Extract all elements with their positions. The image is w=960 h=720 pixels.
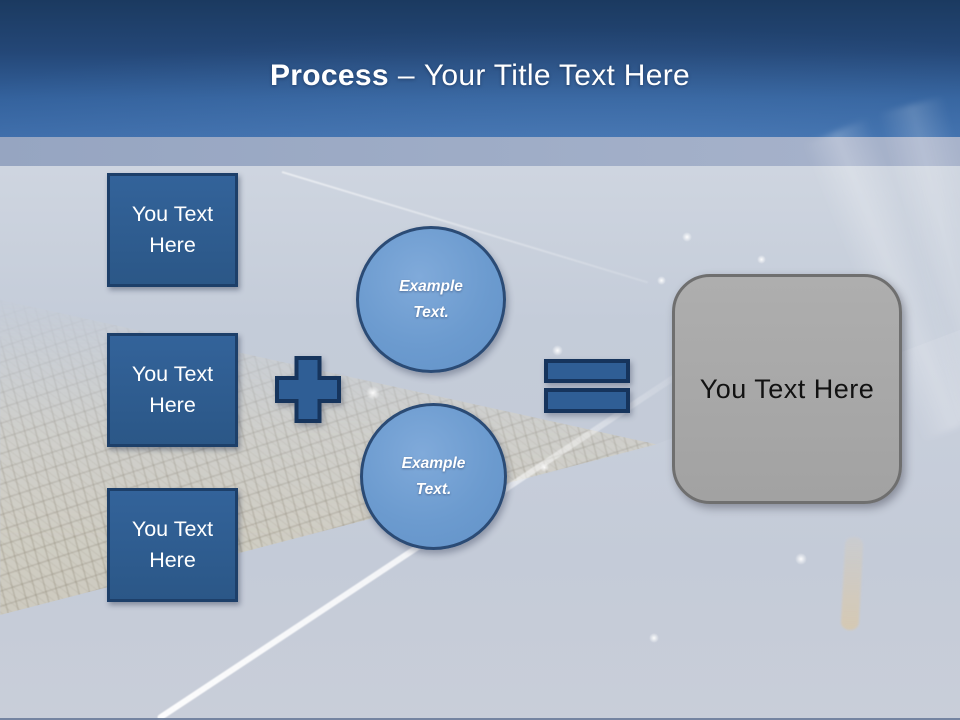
plus-operator-icon <box>275 356 341 423</box>
header-divider-band <box>0 137 960 166</box>
sparkle-glint <box>682 232 692 242</box>
slide-title-separator: – <box>397 58 415 92</box>
slide-header-bar <box>0 0 960 137</box>
example-circle-2-label: Example Text. <box>401 454 466 498</box>
slide-title-subtitle: Your Title Text Here <box>423 58 690 92</box>
slide-bottom-border <box>0 718 960 720</box>
input-box-1-label: You Text Here <box>131 201 214 257</box>
example-circle-1: Example Text. <box>356 226 506 373</box>
sparkle-glint <box>366 386 380 400</box>
sparkle-glint <box>649 633 659 643</box>
slide-title-keyword: Process <box>269 58 389 92</box>
result-box: You Text Here <box>672 274 902 504</box>
input-box-2: You Text Here <box>107 333 238 447</box>
sparkle-glint <box>795 553 807 565</box>
sparkle-glint <box>757 255 766 264</box>
input-box-3-label: You Text Here <box>131 516 214 572</box>
input-box-1: You Text Here <box>107 173 238 287</box>
example-circle-1-label: Example Text. <box>399 277 463 321</box>
sparkle-glint <box>552 345 563 356</box>
result-box-label: You Text Here <box>699 373 875 404</box>
slide-title: Process – Your Title Text Here <box>0 0 960 137</box>
input-box-3: You Text Here <box>107 488 238 602</box>
equals-operator-icon <box>544 359 630 413</box>
sparkle-glint <box>657 276 666 285</box>
sparkle-glint <box>540 463 549 472</box>
input-box-2-label: You Text Here <box>131 361 214 417</box>
example-circle-2: Example Text. <box>360 403 507 550</box>
